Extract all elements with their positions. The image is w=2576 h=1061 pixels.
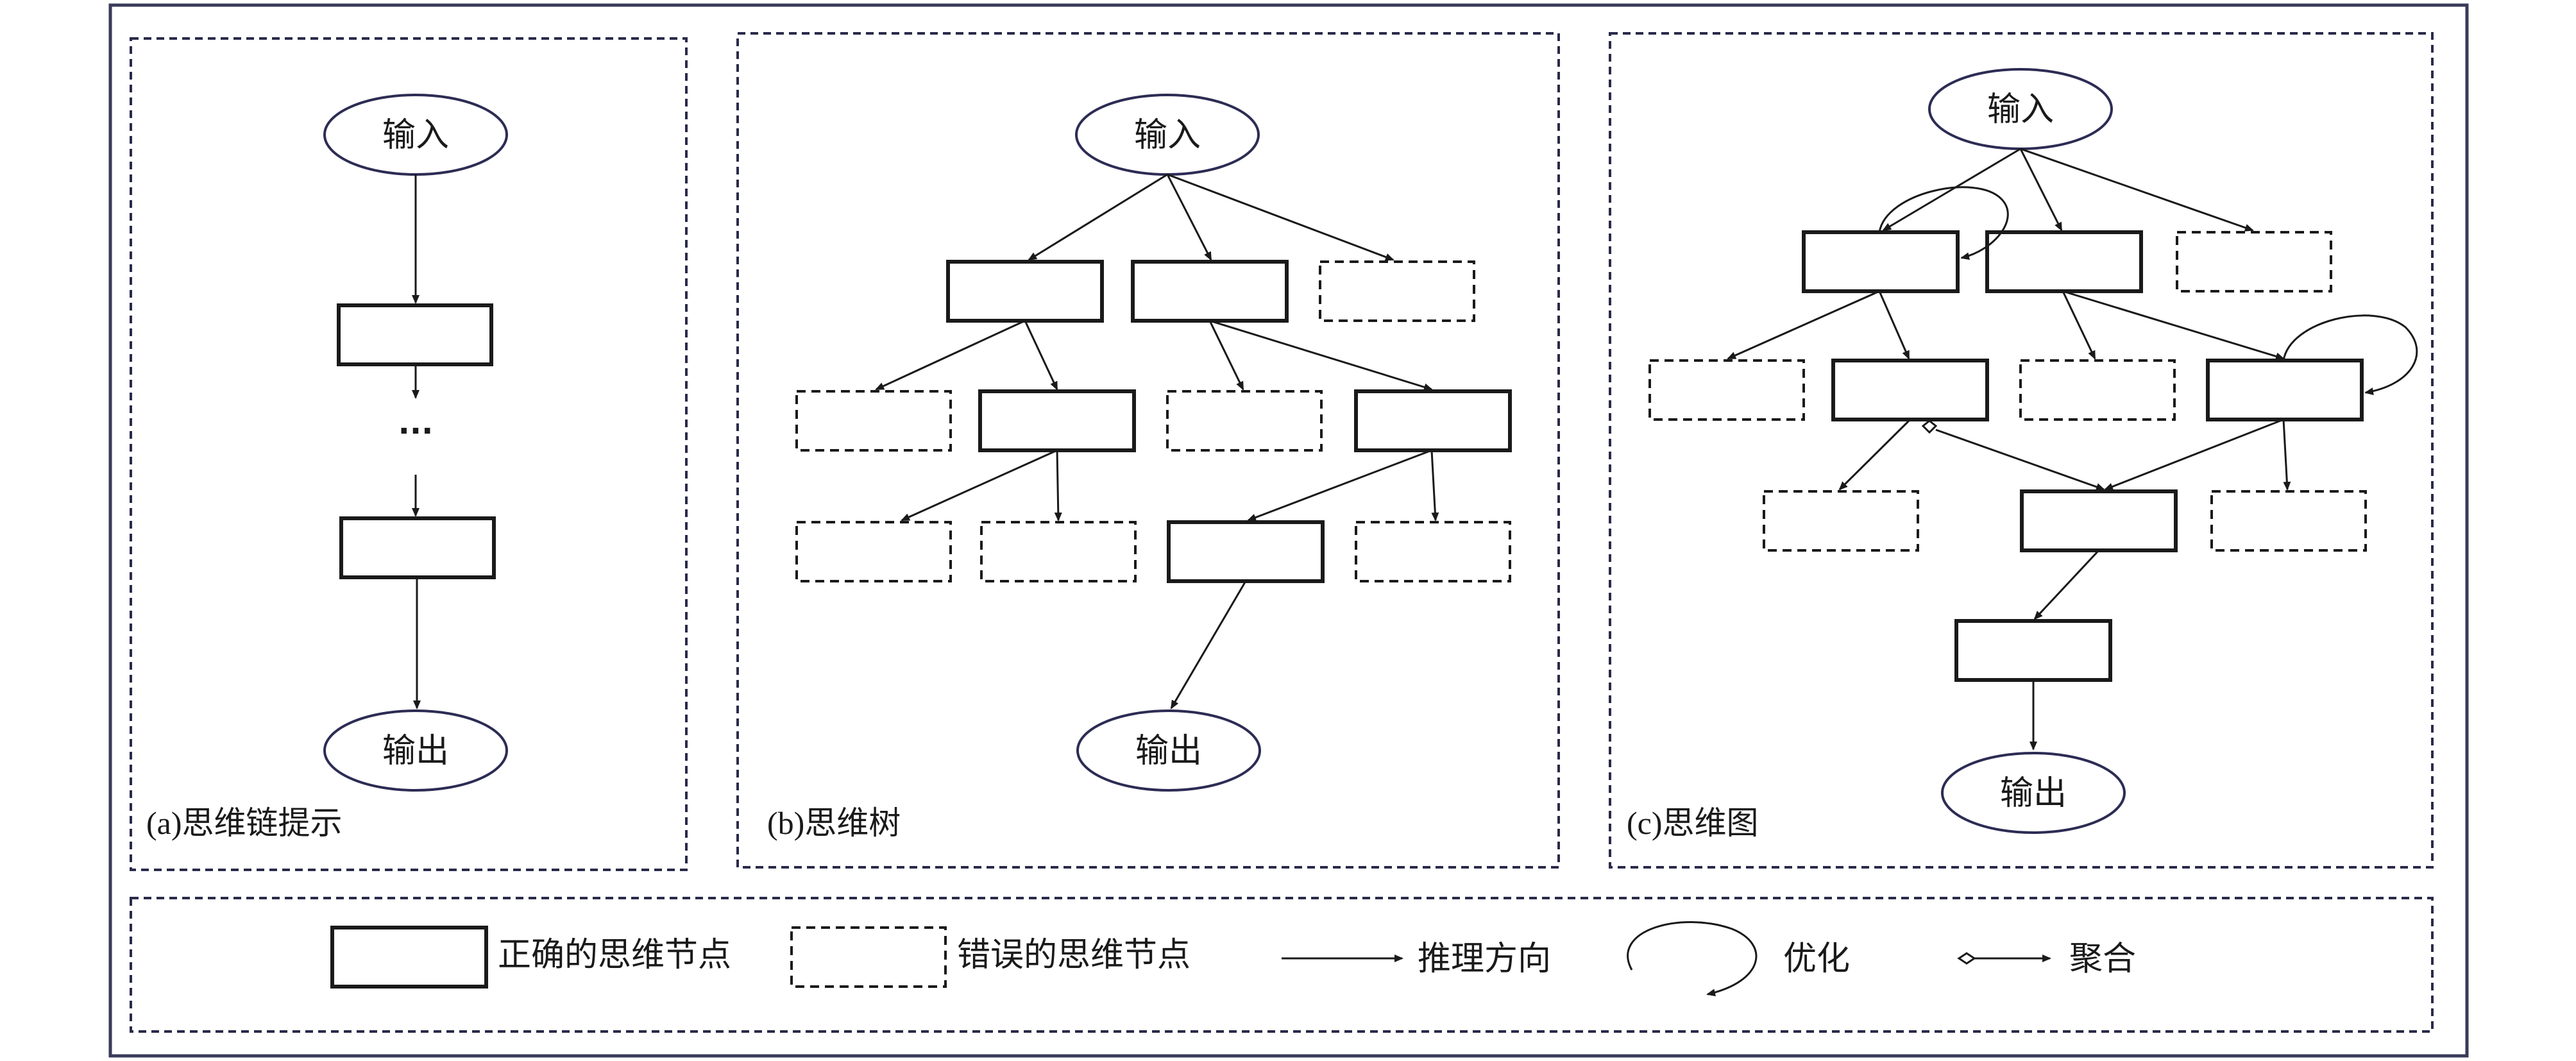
wrong-thought-node <box>795 521 952 582</box>
wrong-thought-node <box>2019 359 2176 421</box>
output-node <box>1076 709 1261 792</box>
legend-optimize-label: 优化 <box>1783 940 1850 978</box>
reasoning-arrow <box>1208 320 1244 391</box>
correct-thought-node <box>1131 260 1289 323</box>
input-node-label: 输入 <box>1987 90 2054 129</box>
aggregate-diamond <box>1921 420 1938 434</box>
legend: 正确的思维节点 错误的思维节点 推理方向 优化 聚合 <box>130 897 2434 1033</box>
correct-thought-node <box>2206 359 2364 421</box>
wrong-thought-node <box>1319 260 1475 322</box>
reasoning-arrow <box>2033 549 2100 620</box>
panel-a-label: (a)思维链提示 <box>146 805 343 841</box>
reasoning-arrow <box>1727 290 1880 360</box>
correct-thought-node <box>946 260 1104 323</box>
reasoning-arrow <box>1209 319 1433 391</box>
ellipsis-text: ··· <box>398 413 434 449</box>
reasoning-arrow <box>1167 173 1394 261</box>
reasoning-arrow <box>2104 418 2284 491</box>
correct-thought-node <box>1954 619 2112 682</box>
panel-c-border <box>1609 32 2434 869</box>
output-node-label: 输出 <box>1135 732 1202 770</box>
reasoning-arrow <box>1024 320 1058 391</box>
panel-a: 输入 ··· 输出 (a)思维链提示 <box>130 37 688 871</box>
panel-c-label: (c)思维图 <box>1627 805 1759 841</box>
correct-thought-node <box>337 303 493 366</box>
panel-b-label: (b)思维树 <box>767 805 901 841</box>
panel-b: 输入 输出 (b)思维树 <box>736 32 1560 869</box>
reasoning-arrow <box>2062 290 2285 361</box>
correct-thought-node <box>2020 489 2178 552</box>
correct-thought-node <box>339 516 496 579</box>
legend-border <box>130 897 2434 1033</box>
legend-wrong-node-swatch <box>790 926 947 988</box>
correct-thought-node <box>1985 230 2143 293</box>
reasoning-arrow <box>875 319 1026 391</box>
panel-c: 输入 输出 ( <box>1609 32 2434 869</box>
reasoning-arrow <box>2020 148 2254 232</box>
output-node-label: 输出 <box>382 732 449 770</box>
wrong-thought-node <box>2176 231 2332 293</box>
reasoning-arrow <box>1878 291 1910 360</box>
wrong-thought-node <box>795 390 952 452</box>
reasoning-arrow <box>2019 148 2063 232</box>
legend-correct-node-label: 正确的思维节点 <box>498 936 731 974</box>
legend-wrong-node-label: 错误的思维节点 <box>957 936 1191 974</box>
wrong-thought-node <box>1166 390 1323 452</box>
legend-direction-label: 推理方向 <box>1418 940 1551 978</box>
reasoning-arrow <box>2062 291 2096 360</box>
refine-loop-arrow <box>1878 186 2009 260</box>
reasoning-arrow <box>1028 173 1168 261</box>
correct-thought-node <box>1354 389 1512 452</box>
wrong-thought-node <box>1648 359 1805 421</box>
legend-aggregate-diamond <box>1957 952 1976 965</box>
output-node-label: 输出 <box>2000 774 2067 813</box>
reasoning-arrow <box>901 449 1058 522</box>
input-node-label: 输入 <box>382 116 449 155</box>
reasoning-arrow <box>1054 450 1062 522</box>
reasoning-arrow <box>1170 581 1247 709</box>
output-node <box>323 709 508 792</box>
wrong-thought-node <box>2210 490 2367 552</box>
wrong-thought-node <box>1763 490 1919 552</box>
reasoning-arrow <box>1838 418 1911 491</box>
legend-aggregate-label: 聚合 <box>2069 940 2136 978</box>
legend-optimize-arrow <box>1627 921 1758 997</box>
reasoning-arrow <box>1882 148 2021 232</box>
correct-thought-node <box>1831 359 1989 421</box>
output-node <box>1941 752 2126 834</box>
input-node-label: 输入 <box>1134 116 1201 155</box>
reasoning-arrow <box>1430 450 1439 522</box>
refine-loop-arrow <box>2282 314 2418 395</box>
correct-thought-node <box>1167 520 1325 583</box>
outer-frame <box>108 3 2469 1058</box>
correct-thought-node <box>1802 230 1960 293</box>
legend-correct-node-swatch <box>330 926 488 989</box>
wrong-thought-node <box>980 521 1137 582</box>
panel-b-border <box>736 32 1560 869</box>
correct-thought-node <box>978 389 1136 452</box>
reasoning-arrow <box>2282 419 2291 491</box>
aggregate-arrow <box>1935 429 2105 491</box>
wrong-thought-node <box>1355 521 1511 582</box>
reasoning-arrow <box>1166 174 1212 261</box>
reasoning-arrow <box>1247 449 1432 522</box>
